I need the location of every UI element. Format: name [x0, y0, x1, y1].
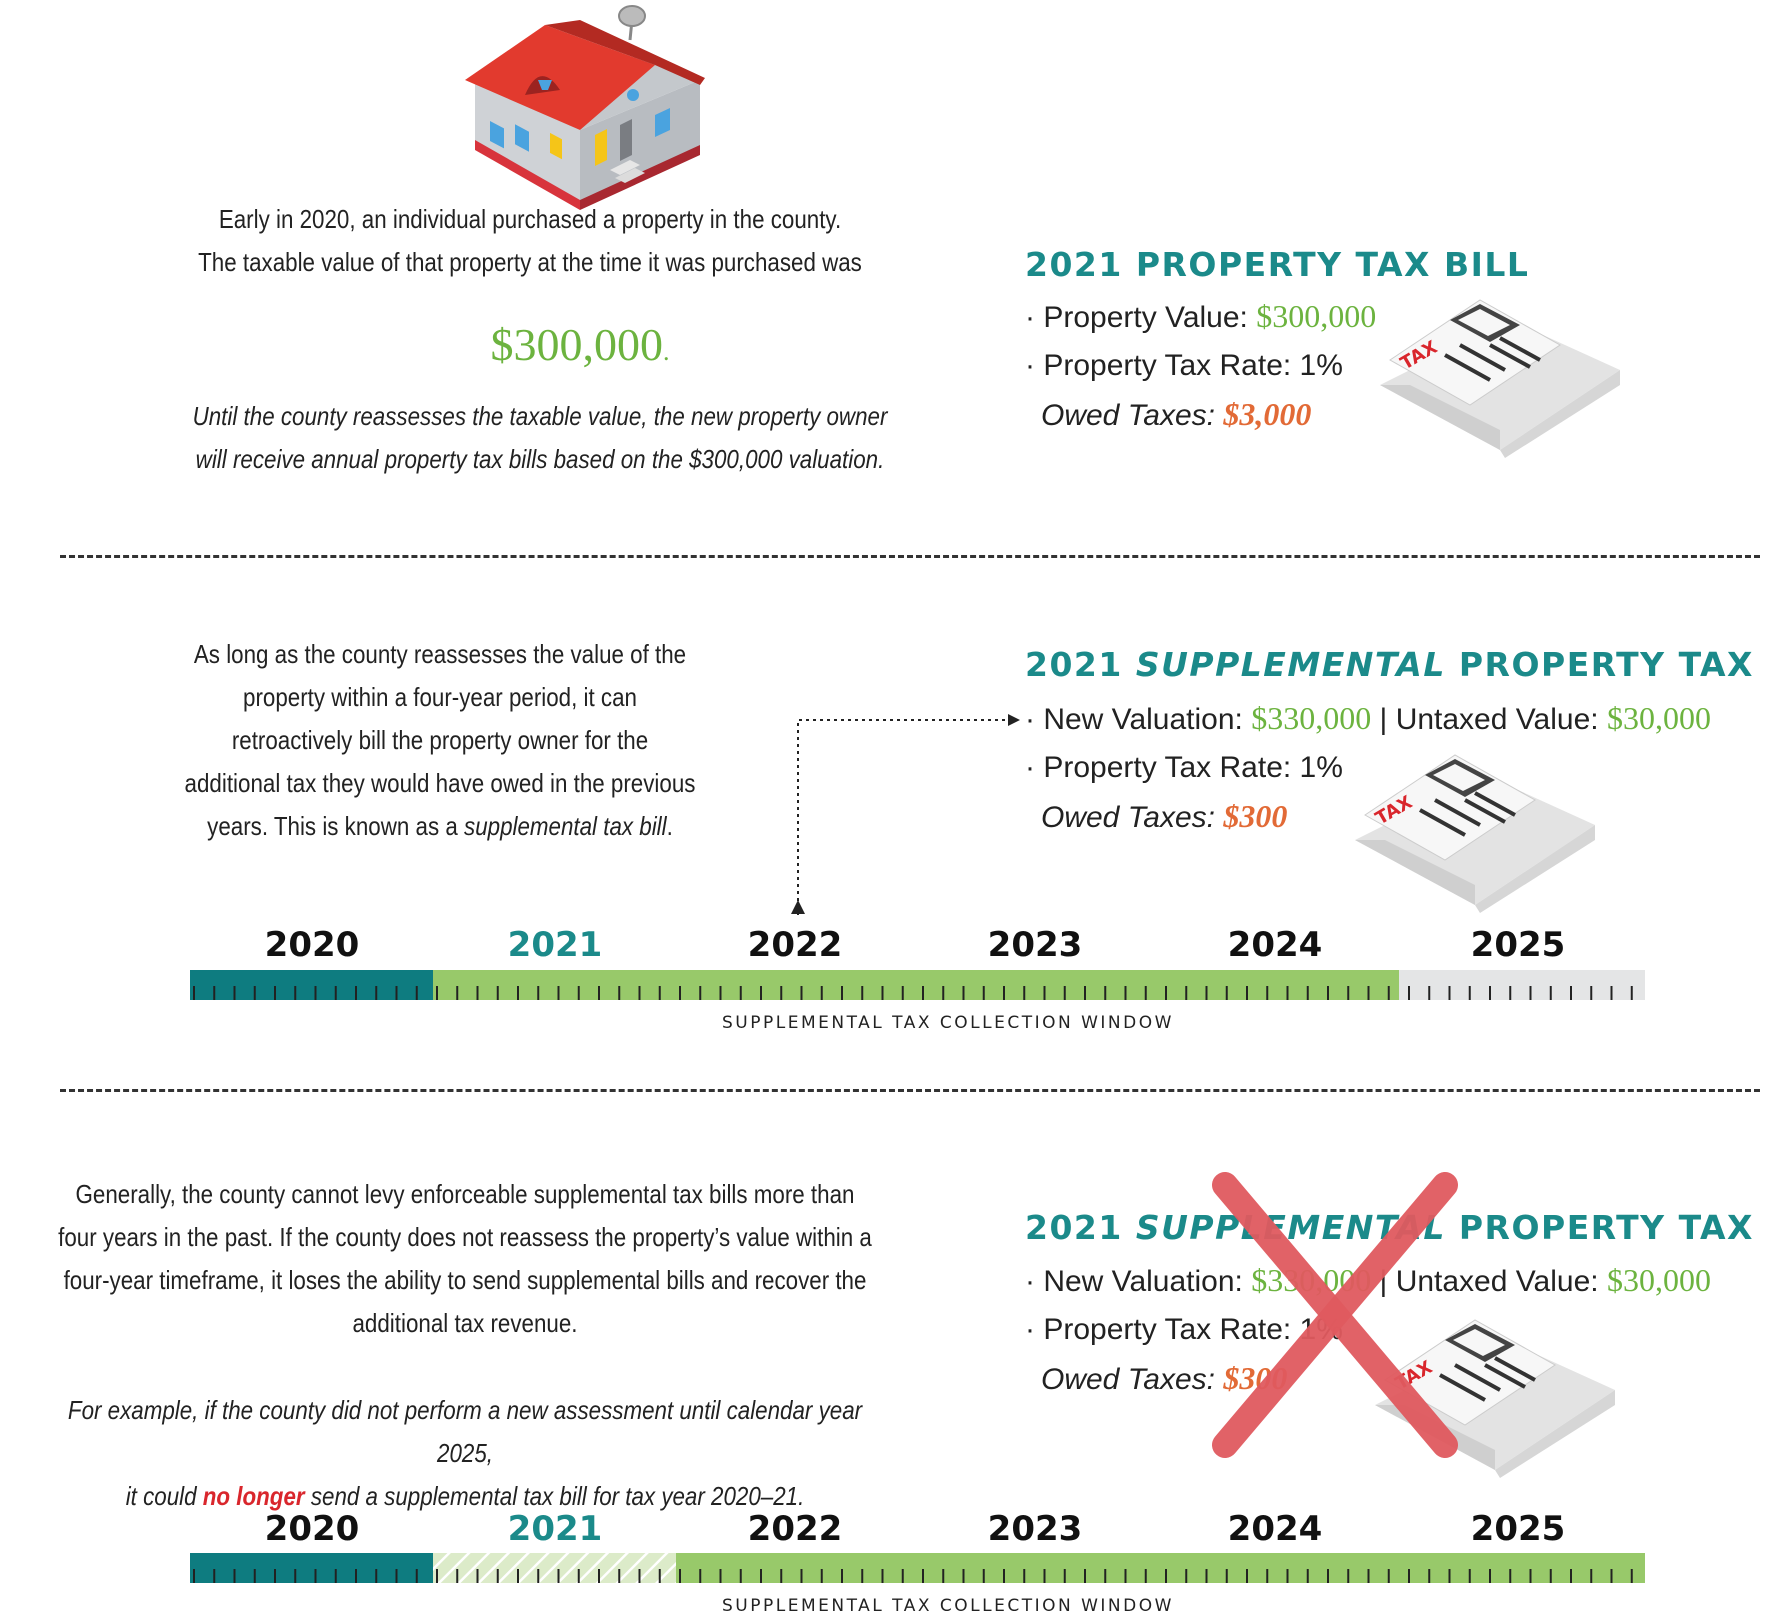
- bill-title: 2021 SUPPLEMENTAL PROPERTY TAX BILL: [1025, 1208, 1765, 1247]
- bill-details: · New Valuation: $330,000 | Untaxed Valu…: [1025, 1256, 1711, 1404]
- tax-rate-line: · Property Tax Rate: 1%: [1025, 751, 1343, 784]
- section-divider: [60, 1089, 1760, 1092]
- tax-envelope-icon: TAX: [1355, 754, 1595, 913]
- bill-title: 2021 PROPERTY TAX BILL: [1025, 245, 1530, 284]
- year-label: 2021: [507, 1509, 603, 1549]
- year-label: 2021: [507, 925, 603, 965]
- house-icon: [465, 5, 705, 210]
- supplemental-bill: 2021 SUPPLEMENTAL PROPERTY TAX BILL: [1025, 645, 1765, 684]
- limitation-text: Generally, the county cannot levy enforc…: [58, 1179, 872, 1338]
- purchase-value: $300,000.: [490, 319, 670, 370]
- section-divider: [60, 555, 1760, 558]
- year-label: 2024: [1227, 925, 1323, 965]
- purchase-text: Early in 2020, an individual purchased a…: [198, 204, 862, 277]
- year-label: 2023: [987, 1509, 1083, 1549]
- year-label: 2024: [1227, 1509, 1323, 1549]
- year-label: 2023: [987, 925, 1083, 965]
- window-caption: SUPPLEMENTAL TAX COLLECTION WINDOW: [722, 1013, 1174, 1033]
- year-label: 2025: [1470, 1509, 1566, 1549]
- new-valuation-line: · New Valuation: $330,000 | Untaxed Valu…: [1025, 1262, 1711, 1298]
- window-caption: SUPPLEMENTAL TAX COLLECTION WINDOW: [722, 1596, 1174, 1616]
- owed-taxes-line: Owed Taxes: $300: [1041, 798, 1288, 834]
- supplemental-text: As long as the county reassesses the val…: [184, 639, 696, 841]
- bill-details: · New Valuation: $330,000 | Untaxed Valu…: [1025, 694, 1711, 842]
- tax-rate-line: · Property Tax Rate: 1%: [1025, 1313, 1343, 1346]
- year-label: 2022: [747, 925, 843, 965]
- owed-taxes-line: Owed Taxes: $3,000: [1041, 396, 1312, 432]
- cancel-x-icon: [1212, 1172, 1458, 1458]
- timeline-bar: [190, 970, 1645, 1000]
- year-label: 2022: [747, 1509, 843, 1549]
- new-valuation-line: · New Valuation: $330,000 | Untaxed Valu…: [1025, 700, 1711, 736]
- expired-supplemental-bill: 2021 SUPPLEMENTAL PROPERTY TAX BILL: [1025, 1208, 1765, 1247]
- tax-envelope-icon: TAX: [1380, 299, 1620, 458]
- timeline-bar: [190, 1553, 1645, 1583]
- year-label: 2020: [264, 1509, 360, 1549]
- connector-arrow: [791, 714, 1020, 915]
- tax-bill-2021: 2021 PROPERTY TAX BILL: [1025, 245, 1529, 284]
- bill-title: 2021 SUPPLEMENTAL PROPERTY TAX BILL: [1025, 645, 1765, 684]
- year-label: 2025: [1470, 925, 1566, 965]
- year-label: 2020: [264, 925, 360, 965]
- reassess-note: Until the county reassesses the taxable …: [192, 401, 888, 474]
- example-text: For example, if the county did not perfo…: [67, 1395, 863, 1511]
- property-value-line: · Property Value: $300,000: [1025, 298, 1377, 334]
- bill-details: · Property Value: $300,000 · Property Ta…: [1025, 292, 1376, 440]
- tax-rate-line: · Property Tax Rate: 1%: [1025, 349, 1343, 382]
